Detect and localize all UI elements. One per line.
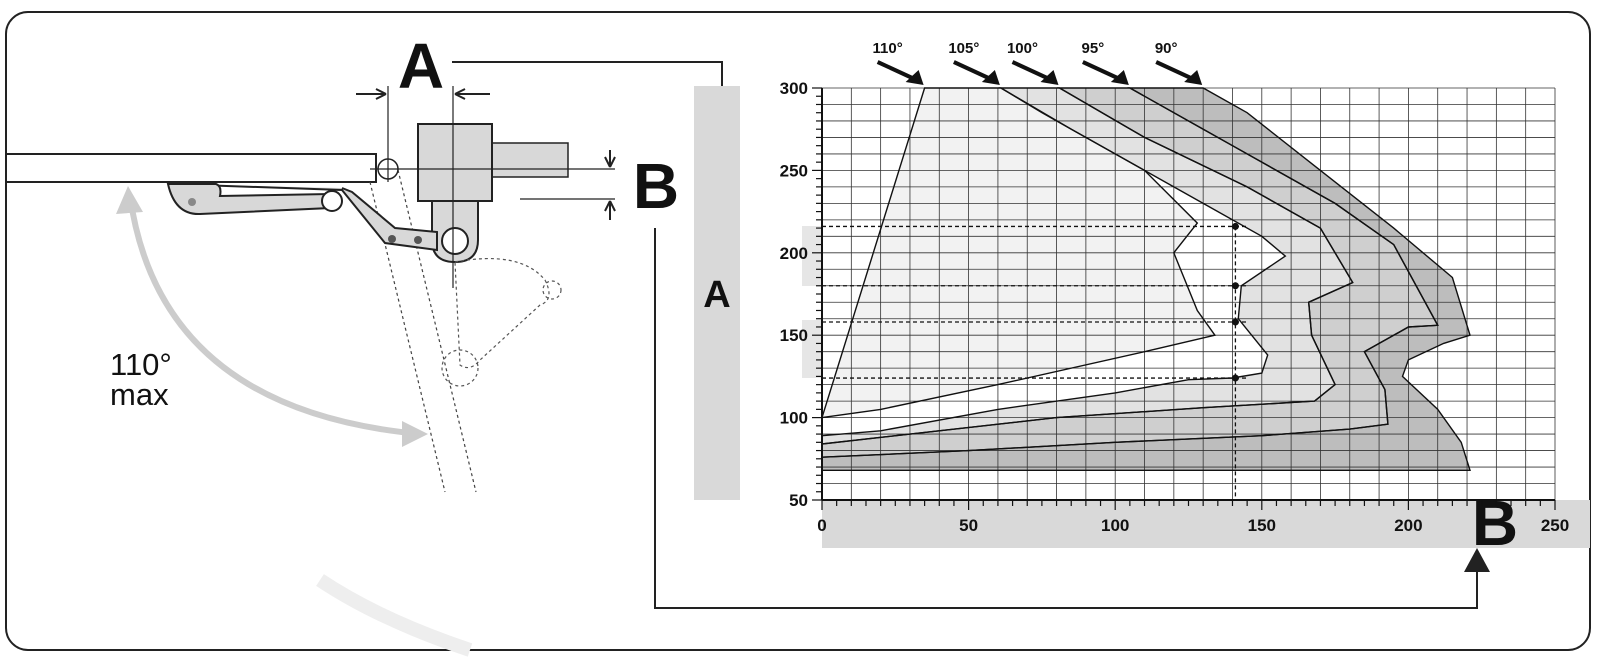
arm-joint (321, 190, 343, 212)
angle-marker-label: 105° (948, 40, 979, 57)
wall-pillar (489, 142, 569, 178)
angle-marker-arrowhead (1184, 70, 1203, 85)
max-angle-suffix: max (110, 377, 169, 412)
axis-a-band (694, 86, 740, 500)
angle-marker-arrowhead (981, 70, 1000, 85)
arm-bolt-2 (388, 235, 396, 243)
angle-curve-3 (821, 87, 1471, 471)
reference-point (1231, 374, 1239, 382)
gate-leaf-open (369, 169, 477, 493)
motor-pivot (441, 227, 469, 255)
dim-a-letter: A (398, 30, 444, 102)
axis-a-highlight-2 (802, 320, 822, 378)
arm-bolt (188, 198, 196, 206)
connector-b (654, 228, 1478, 609)
dim-a-arrow-left (356, 88, 387, 100)
opening-arc (127, 195, 421, 437)
chart-axes: 0 50 100 150 200 250 50 100 150 200 250 300 (780, 79, 1570, 535)
angle-marker-label: 95° (1082, 40, 1105, 57)
operator-arm (169, 183, 438, 252)
angle-marker-arrowhead (1110, 70, 1129, 85)
x-tick-label: 150 (1248, 516, 1276, 535)
dim-b-letter: B (633, 150, 679, 222)
gate-leaf (5, 153, 377, 183)
x-tick-label: 250 (1541, 516, 1569, 535)
y-tick-label: 300 (780, 79, 808, 98)
dim-b-arrow-top (604, 150, 616, 168)
angle-marker-arrow (1082, 60, 1123, 82)
watermark-swoosh (316, 574, 473, 657)
angle-area-2 (822, 88, 1438, 458)
reference-point (1231, 282, 1239, 290)
max-angle-value: 110° (110, 347, 172, 382)
y-tick-label: 200 (780, 244, 808, 263)
x-tick-label: 50 (959, 516, 978, 535)
chart-grid (821, 87, 1556, 501)
reference-lines (822, 222, 1248, 500)
dim-b-arrow-bottom (604, 200, 616, 220)
angle-markers: 110° 105° 100° 95° 90° (873, 40, 1203, 85)
axis-b-band (822, 500, 1590, 548)
x-tick-label: 200 (1394, 516, 1422, 535)
x-tick-label: 100 (1101, 516, 1129, 535)
connector-b-arrowhead (1464, 548, 1490, 572)
operator-arm-open (454, 257, 550, 369)
dim-a-arrow-right (454, 88, 490, 100)
angle-marker-arrowhead (905, 70, 924, 85)
angle-marker-label: 90° (1155, 40, 1178, 57)
angle-marker-label: 100° (1007, 40, 1038, 57)
opening-angle-chart: A B 0 50 100 150 200 250 50 100 150 200 250 300 110… (694, 40, 1590, 559)
x-tick-label: 0 (817, 516, 826, 535)
reference-point (1231, 318, 1239, 326)
y-tick-label: 150 (780, 326, 808, 345)
angle-marker-arrow (1011, 60, 1053, 82)
angle-marker-arrow (876, 60, 918, 82)
arm-end-open (542, 280, 562, 300)
arm-bolt-3 (414, 236, 422, 244)
axis-b-title: B (1472, 487, 1518, 559)
opening-arc-arrowhead-top (116, 186, 143, 214)
angle-area-3 (822, 88, 1470, 471)
angle-marker-arrow (1155, 60, 1196, 82)
axis-a-title: A (703, 274, 730, 316)
installation-drawing: A B 110° max (5, 30, 679, 493)
y-tick-label: 50 (789, 491, 808, 510)
arm-joint-open (441, 349, 479, 387)
angle-marker-arrow (953, 60, 994, 82)
y-tick-label: 250 (780, 161, 808, 180)
motor-block (417, 123, 493, 202)
angle-marker-arrowhead (1040, 70, 1059, 85)
reference-point (1231, 222, 1239, 230)
axis-a-highlight-1 (802, 226, 822, 286)
opening-arc-arrowhead-bottom (402, 421, 428, 447)
angle-area-1 (822, 88, 1353, 444)
angle-marker-label: 110° (873, 40, 903, 57)
y-tick-label: 100 (780, 409, 808, 428)
